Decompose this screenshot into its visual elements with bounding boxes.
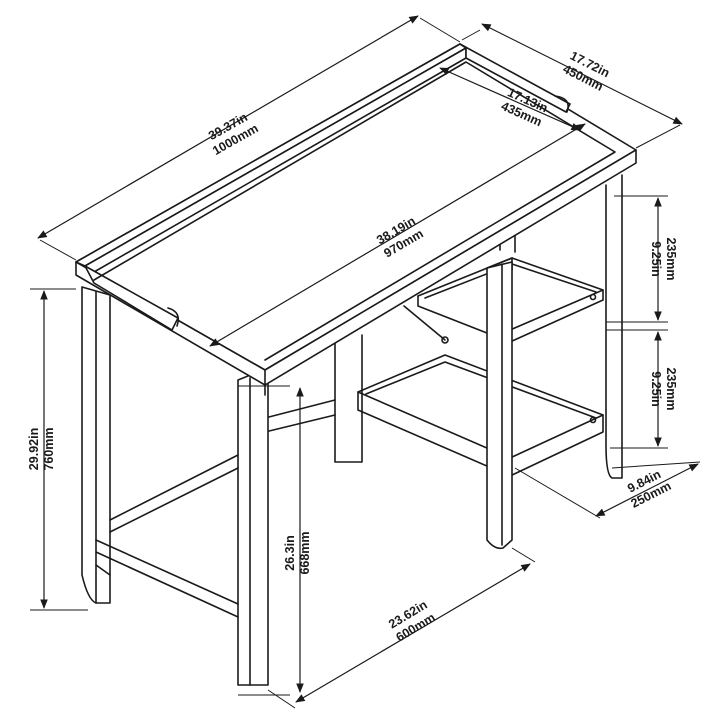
- lower-shelf-gap-in: 9.25in: [649, 371, 663, 406]
- lower-shelf-gap-mm: 235mm: [664, 367, 678, 410]
- upper-shelf-gap-in: 9.25in: [649, 241, 663, 276]
- back-left-leg: [334, 334, 363, 463]
- dimension-labels: 39.37in 1000mm 17.72in 450mm 17.13in 435…: [27, 49, 678, 645]
- side-stretcher-upper: [109, 454, 239, 533]
- back-right-leg: [605, 174, 623, 479]
- desktop: [75, 43, 637, 386]
- lower-shelf: [357, 293, 604, 477]
- overall-depth-line: [481, 23, 683, 125]
- inner-width-line: [209, 123, 586, 347]
- leg-clearance-in: 26.3in: [283, 535, 297, 570]
- overall-height-mm: 760mm: [42, 427, 56, 470]
- leg-clearance-mm: 668mm: [298, 531, 312, 574]
- inner-depth-line: [439, 67, 581, 131]
- front-left-leg: [237, 367, 269, 686]
- desk-drawing: [75, 43, 637, 686]
- dimension-lines: [30, 15, 701, 709]
- front-right-leg: [486, 261, 513, 550]
- shelf-depth-line: [595, 463, 699, 517]
- upper-shelf-gap-mm: 235mm: [664, 237, 678, 280]
- side-stretcher-lower: [95, 539, 239, 618]
- knee-width-line: [295, 563, 531, 703]
- overall-height-in: 29.92in: [27, 428, 41, 470]
